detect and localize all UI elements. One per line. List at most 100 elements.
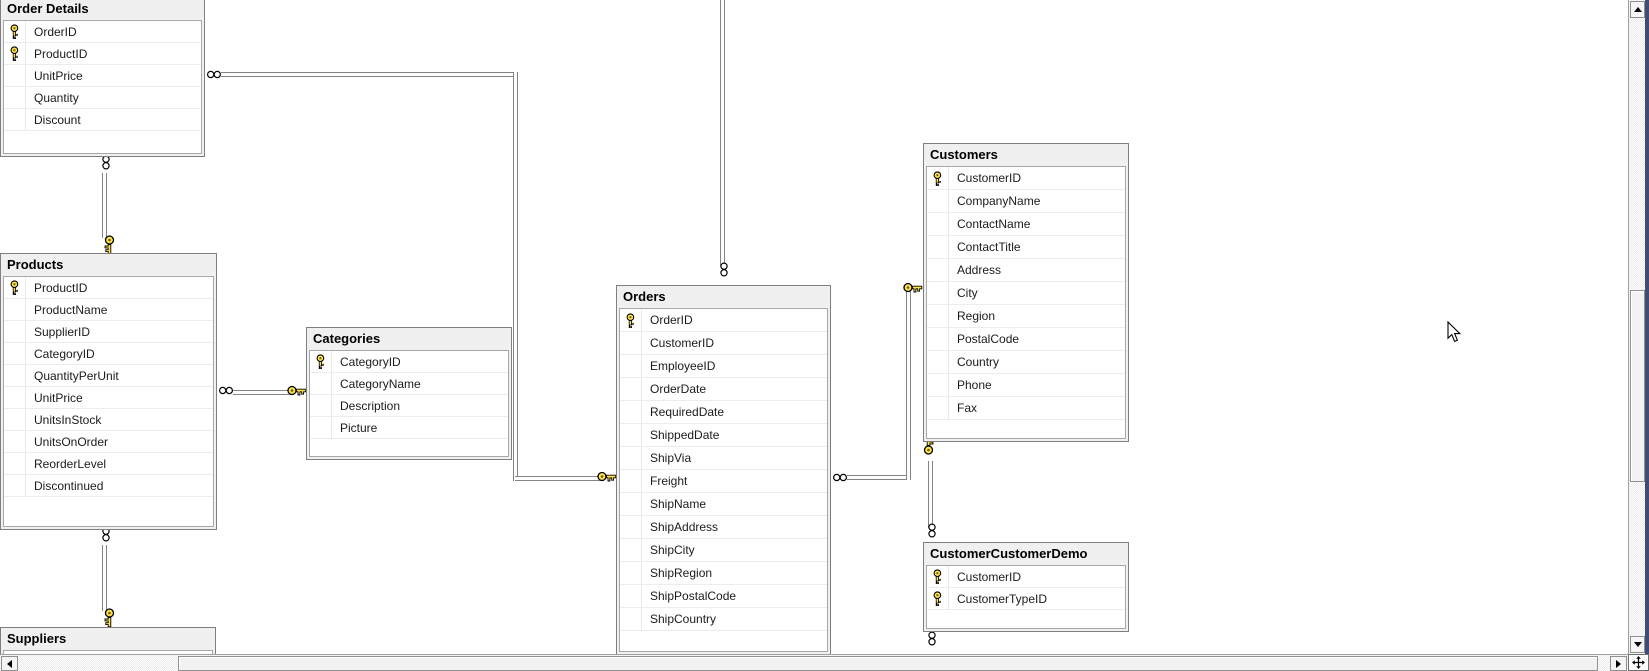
column-name: UnitsInStock bbox=[34, 412, 102, 427]
column-row[interactable]: ShipVia bbox=[620, 447, 827, 470]
column-row[interactable]: Discount bbox=[4, 109, 201, 131]
column-row[interactable]: Description bbox=[310, 395, 508, 417]
column-row[interactable]: RequiredDate bbox=[620, 401, 827, 424]
column-row[interactable]: Quantity bbox=[4, 87, 201, 109]
table-orders[interactable]: Orders OrderID CustomerID EmployeeID OrderD… bbox=[616, 285, 831, 655]
column-row[interactable]: Picture bbox=[310, 417, 508, 439]
column-row[interactable]: Region bbox=[927, 305, 1125, 328]
scroll-up-button[interactable] bbox=[1630, 1, 1645, 18]
table-title[interactable]: Order Details bbox=[7, 1, 89, 16]
column-row[interactable]: Phone bbox=[927, 374, 1125, 397]
row-selector-cell bbox=[620, 378, 642, 400]
column-row[interactable]: UnitPrice bbox=[4, 65, 201, 87]
column-row[interactable]: ShipAddress bbox=[620, 516, 827, 539]
table-title[interactable]: Orders bbox=[623, 289, 666, 304]
row-selector-cell bbox=[927, 259, 949, 281]
relationship-line[interactable] bbox=[847, 475, 911, 480]
column-row[interactable]: ShipPostalCode bbox=[620, 585, 827, 608]
column-name: UnitPrice bbox=[34, 68, 83, 83]
column-row[interactable]: ProductID bbox=[4, 277, 213, 299]
column-row[interactable]: Country bbox=[927, 351, 1125, 374]
relationship-line[interactable] bbox=[102, 173, 107, 238]
relationship-line[interactable] bbox=[515, 476, 600, 481]
column-row[interactable]: SupplierID bbox=[4, 321, 213, 343]
table-title[interactable]: Suppliers bbox=[7, 631, 67, 646]
pan-button[interactable] bbox=[1628, 654, 1649, 671]
column-row[interactable]: Address bbox=[927, 259, 1125, 282]
relationship-line[interactable] bbox=[221, 72, 518, 77]
column-name: UnitsOnOrder bbox=[34, 434, 109, 449]
table-title[interactable]: Categories bbox=[313, 331, 381, 346]
primary-key-icon bbox=[927, 588, 949, 609]
column-name: OrderID bbox=[34, 24, 77, 39]
relationship-line[interactable] bbox=[233, 390, 290, 395]
scroll-left-button[interactable] bbox=[1, 656, 18, 671]
vertical-scrollbar[interactable] bbox=[1628, 0, 1645, 654]
column-row[interactable]: ContactTitle bbox=[927, 236, 1125, 259]
table-title[interactable]: Customers bbox=[930, 147, 998, 162]
column-row[interactable]: CustomerID bbox=[620, 332, 827, 355]
column-row[interactable]: CompanyName bbox=[927, 190, 1125, 213]
row-selector-cell bbox=[620, 401, 642, 423]
column-row[interactable]: CustomerID bbox=[927, 167, 1125, 190]
column-row[interactable]: ContactName bbox=[927, 213, 1125, 236]
column-row[interactable]: CustomerTypeID bbox=[927, 588, 1125, 610]
column-row[interactable]: CustomerID bbox=[927, 566, 1125, 588]
table-order-details[interactable]: Order Details OrderID ProductID UnitPrice… bbox=[0, 0, 205, 157]
column-row[interactable]: ShipCountry bbox=[620, 608, 827, 631]
column-name: Address bbox=[957, 263, 1002, 277]
column-row[interactable]: CategoryID bbox=[4, 343, 213, 365]
horizontal-scrollbar-thumb[interactable] bbox=[178, 656, 1598, 671]
scroll-down-button[interactable] bbox=[1630, 636, 1645, 653]
scroll-right-button[interactable] bbox=[1610, 656, 1627, 671]
column-row[interactable]: Fax bbox=[927, 397, 1125, 420]
table-customer-customer-demo[interactable]: CustomerCustomerDemo CustomerID Customer… bbox=[923, 542, 1129, 632]
column-row[interactable]: ShippedDate bbox=[620, 424, 827, 447]
key-icon bbox=[96, 235, 115, 255]
column-row[interactable]: ProductName bbox=[4, 299, 213, 321]
column-row[interactable]: Discontinued bbox=[4, 475, 213, 497]
column-name: EmployeeID bbox=[650, 359, 716, 373]
row-selector-cell bbox=[927, 305, 949, 327]
vertical-scrollbar-thumb[interactable] bbox=[1630, 290, 1645, 482]
column-name: CustomerID bbox=[650, 336, 715, 350]
horizontal-scrollbar[interactable] bbox=[0, 654, 1628, 671]
table-title[interactable]: CustomerCustomerDemo bbox=[930, 546, 1088, 561]
column-row[interactable]: CategoryName bbox=[310, 373, 508, 395]
column-name: ShipCity bbox=[650, 543, 695, 557]
table-title[interactable]: Products bbox=[7, 257, 64, 272]
column-row[interactable]: CategoryID bbox=[310, 351, 508, 373]
column-row[interactable]: PostalCode bbox=[927, 328, 1125, 351]
column-row[interactable]: ShipCity bbox=[620, 539, 827, 562]
column-name: Freight bbox=[650, 474, 688, 488]
column-row[interactable]: OrderID bbox=[620, 309, 827, 332]
column-row[interactable]: Freight bbox=[620, 470, 827, 493]
column-row[interactable]: OrderID bbox=[4, 21, 201, 43]
window-edge-strip bbox=[1645, 0, 1649, 671]
column-name: QuantityPerUnit bbox=[34, 368, 119, 383]
column-row[interactable]: UnitPrice bbox=[4, 387, 213, 409]
row-selector-cell bbox=[4, 65, 26, 86]
relationship-line[interactable] bbox=[102, 545, 107, 611]
row-selector-cell bbox=[4, 299, 26, 320]
column-row[interactable]: QuantityPerUnit bbox=[4, 365, 213, 387]
relationship-line[interactable] bbox=[720, 0, 725, 266]
relationship-line[interactable] bbox=[513, 72, 518, 481]
column-row[interactable]: EmployeeID bbox=[620, 355, 827, 378]
column-name: ContactName bbox=[957, 217, 1031, 231]
column-row[interactable]: UnitsOnOrder bbox=[4, 431, 213, 453]
column-row[interactable]: ReorderLevel bbox=[4, 453, 213, 475]
relationship-line[interactable] bbox=[928, 461, 933, 528]
column-row[interactable]: City bbox=[927, 282, 1125, 305]
row-selector-cell bbox=[620, 516, 642, 538]
column-row[interactable]: ProductID bbox=[4, 43, 201, 65]
column-row[interactable]: UnitsInStock bbox=[4, 409, 213, 431]
relationship-line[interactable] bbox=[906, 287, 911, 480]
column-row[interactable]: ShipRegion bbox=[620, 562, 827, 585]
column-row[interactable]: ShipName bbox=[620, 493, 827, 516]
column-row[interactable]: OrderDate bbox=[620, 378, 827, 401]
